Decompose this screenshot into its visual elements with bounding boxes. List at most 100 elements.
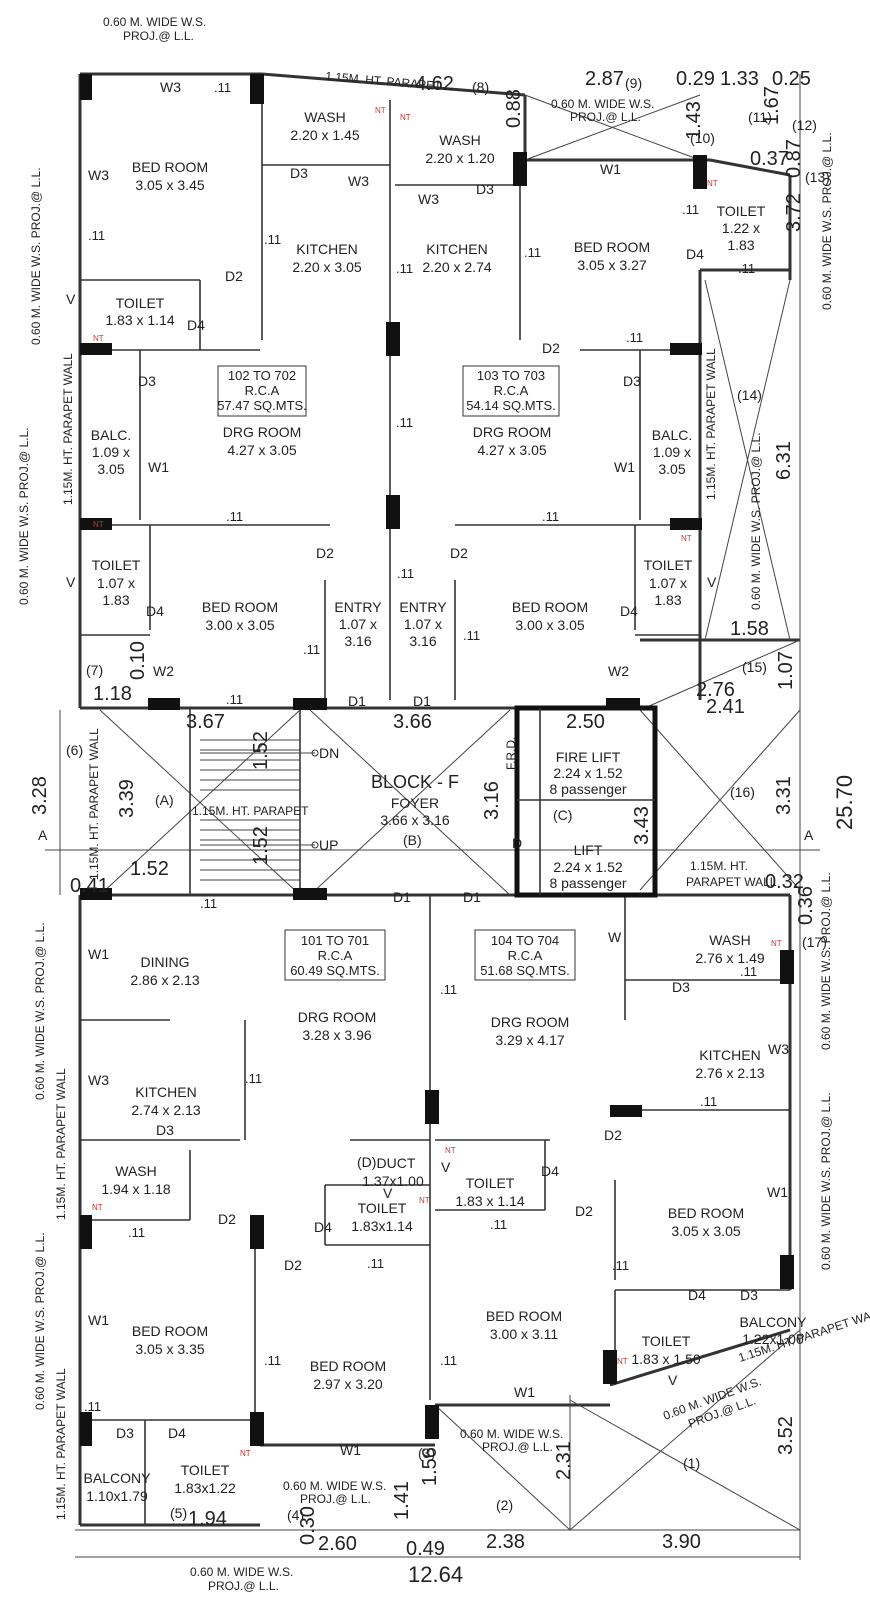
unit-area: 57.47 SQ.MTS. <box>217 398 307 413</box>
dim-1-52-c: 1.52 <box>130 858 169 880</box>
room-name: TOILET <box>181 1462 230 1478</box>
stair-treads <box>200 739 319 881</box>
room-dim: 1.83 <box>727 237 754 253</box>
room-name: BALC. <box>652 427 692 443</box>
thickness-label: .11 <box>490 1217 507 1232</box>
window-label: W <box>608 929 622 945</box>
room-name: TOILET <box>717 203 766 219</box>
dim-12: (12) <box>792 117 817 133</box>
dim-3-90: 3.90 <box>662 1531 701 1553</box>
room-dim: 2.86 x 2.13 <box>130 972 199 988</box>
section-marker: A <box>804 827 814 843</box>
dim-7: (7) <box>86 662 103 678</box>
unit-range: 101 TO 701 <box>301 933 369 948</box>
dim-1-07: 1.07 <box>775 651 797 690</box>
unit-rca: R.C.A <box>245 383 280 398</box>
ws-note: 0.60 M. WIDE W.S. PROJ.@ L.L. <box>33 922 47 1100</box>
thickness-label: .11 <box>200 896 217 911</box>
dim-11: (11) <box>748 109 772 125</box>
dim-10: (10) <box>690 130 715 146</box>
thickness-label: .11 <box>440 982 457 997</box>
room-dim: 3.05 <box>97 461 124 477</box>
dimension-values: 4.62 (8) 0.88 2.87 (9) 0.29 1.33 0.25 1.… <box>29 68 857 1587</box>
door-label: D4 <box>686 246 704 262</box>
room-name: BALCONY <box>84 1470 152 1486</box>
thickness-label: .11 <box>682 202 699 217</box>
thickness-label: .11 <box>367 1256 384 1271</box>
room-name: WASH <box>115 1163 156 1179</box>
dim-2-50: 2.50 <box>566 711 605 733</box>
room-name: BED ROOM <box>512 599 588 615</box>
dim-2-41: 2.41 <box>706 696 745 718</box>
door-label: D3 <box>740 1287 758 1303</box>
room-dim: 1.83x1.22 <box>174 1480 236 1496</box>
parapet-wall-note: 1.15M. HT. PARAPET WALL <box>54 1368 68 1520</box>
thickness-label: .11 <box>245 1071 262 1086</box>
nt-label: NT <box>681 534 692 543</box>
room-name: TOILET <box>466 1175 515 1191</box>
dim-0-88: 0.88 <box>503 89 525 128</box>
room-dim: 2.20 x 3.05 <box>292 259 361 275</box>
door-label: D2 <box>316 545 334 561</box>
room-dim: 3.05 x 3.05 <box>671 1223 740 1239</box>
dim-0-49: 0.49 <box>406 1538 445 1560</box>
parapet-stair-note: 1.15M. HT. PARAPET <box>192 804 309 818</box>
nt-label: NT <box>240 1449 251 1458</box>
dim-1-33: 1.33 <box>720 68 759 90</box>
dim-13: (13) <box>805 169 830 185</box>
thickness-label: .11 <box>303 642 320 657</box>
dim-1-56: 1.56 <box>419 1447 441 1486</box>
ws-note: 0.60 M. WIDE W.S. PROJ.@ L.L. <box>33 1232 47 1410</box>
dim-15: (15) <box>742 659 767 675</box>
door-label: D1 <box>393 889 411 905</box>
dim-5: (5) <box>170 1505 187 1521</box>
dim-2-60: 2.60 <box>318 1533 357 1555</box>
room-name: TOILET <box>358 1200 407 1216</box>
nt-label: NT <box>93 334 104 343</box>
room-name: KITCHEN <box>699 1047 760 1063</box>
room-cap: 8 passenger <box>549 781 626 797</box>
ws-note: PROJ.@ L.L. <box>482 1440 553 1454</box>
room-name: BALCONY <box>740 1314 808 1330</box>
unit-area-boxes: 102 TO 702 R.C.A 57.47 SQ.MTS. 103 TO 70… <box>217 365 576 981</box>
door-label: D3 <box>290 165 308 181</box>
vent-label: V <box>707 574 717 590</box>
ws-note: PROJ.@ L.L. <box>208 1579 279 1593</box>
dim-0-37: 0.37 <box>750 148 789 170</box>
parapet-short-note: 1.15M. HT. <box>690 859 748 873</box>
room-name: DRG ROOM <box>491 1014 570 1030</box>
room-dim: 1.37x1.00 <box>362 1173 424 1189</box>
dim-3-72: 3.72 <box>783 193 805 232</box>
dim-0-87: 0.87 <box>783 139 805 178</box>
vent-label: V <box>441 1159 451 1175</box>
window-label: W1 <box>148 459 169 475</box>
room-name: BED ROOM <box>574 239 650 255</box>
unit-rca: R.C.A <box>318 948 353 963</box>
room-name: BED ROOM <box>668 1205 744 1221</box>
vent-label: V <box>383 1185 393 1201</box>
door-label: D3 <box>672 979 690 995</box>
room-dim: 3.16 <box>344 633 371 649</box>
unit-area: 54.14 SQ.MTS. <box>466 398 556 413</box>
ws-note: 0.60 M. WIDE W.S. <box>190 1565 293 1579</box>
thickness-label: .11 <box>626 330 643 345</box>
room-dim: 3.05 x 3.35 <box>135 1341 204 1357</box>
room-name: DRG ROOM <box>298 1009 377 1025</box>
outer-walls <box>78 72 800 1527</box>
room-name: TOILET <box>116 295 165 311</box>
dim-4-62: 4.62 <box>415 73 454 95</box>
ws-note: PROJ.@ L.L. <box>570 110 641 124</box>
room-name: FIRE LIFT <box>556 749 621 765</box>
top-notes: 0.60 M. WIDE W.S. PROJ.@ L.L. 1.15M. HT.… <box>103 15 443 93</box>
room-name: DRG ROOM <box>223 424 302 440</box>
nt-markers: NT NT NT NT NT NT NT NT NT NT NT NT <box>92 106 782 1458</box>
thickness-label: .11 <box>738 261 755 276</box>
room-dim: 2.24 x 1.52 <box>553 859 622 875</box>
nt-label: NT <box>375 106 386 115</box>
dim-1-43: 1.43 <box>683 101 705 140</box>
room-dim: 1.22x1.00 <box>742 1331 804 1347</box>
parapet-short-note: PARAPET WALL <box>686 875 777 889</box>
dim-8: (8) <box>472 79 489 95</box>
door-label: D4 <box>187 317 205 333</box>
ws-note: 0.60 M. WIDE W.S. PROJ.@ L.L. <box>820 132 834 310</box>
